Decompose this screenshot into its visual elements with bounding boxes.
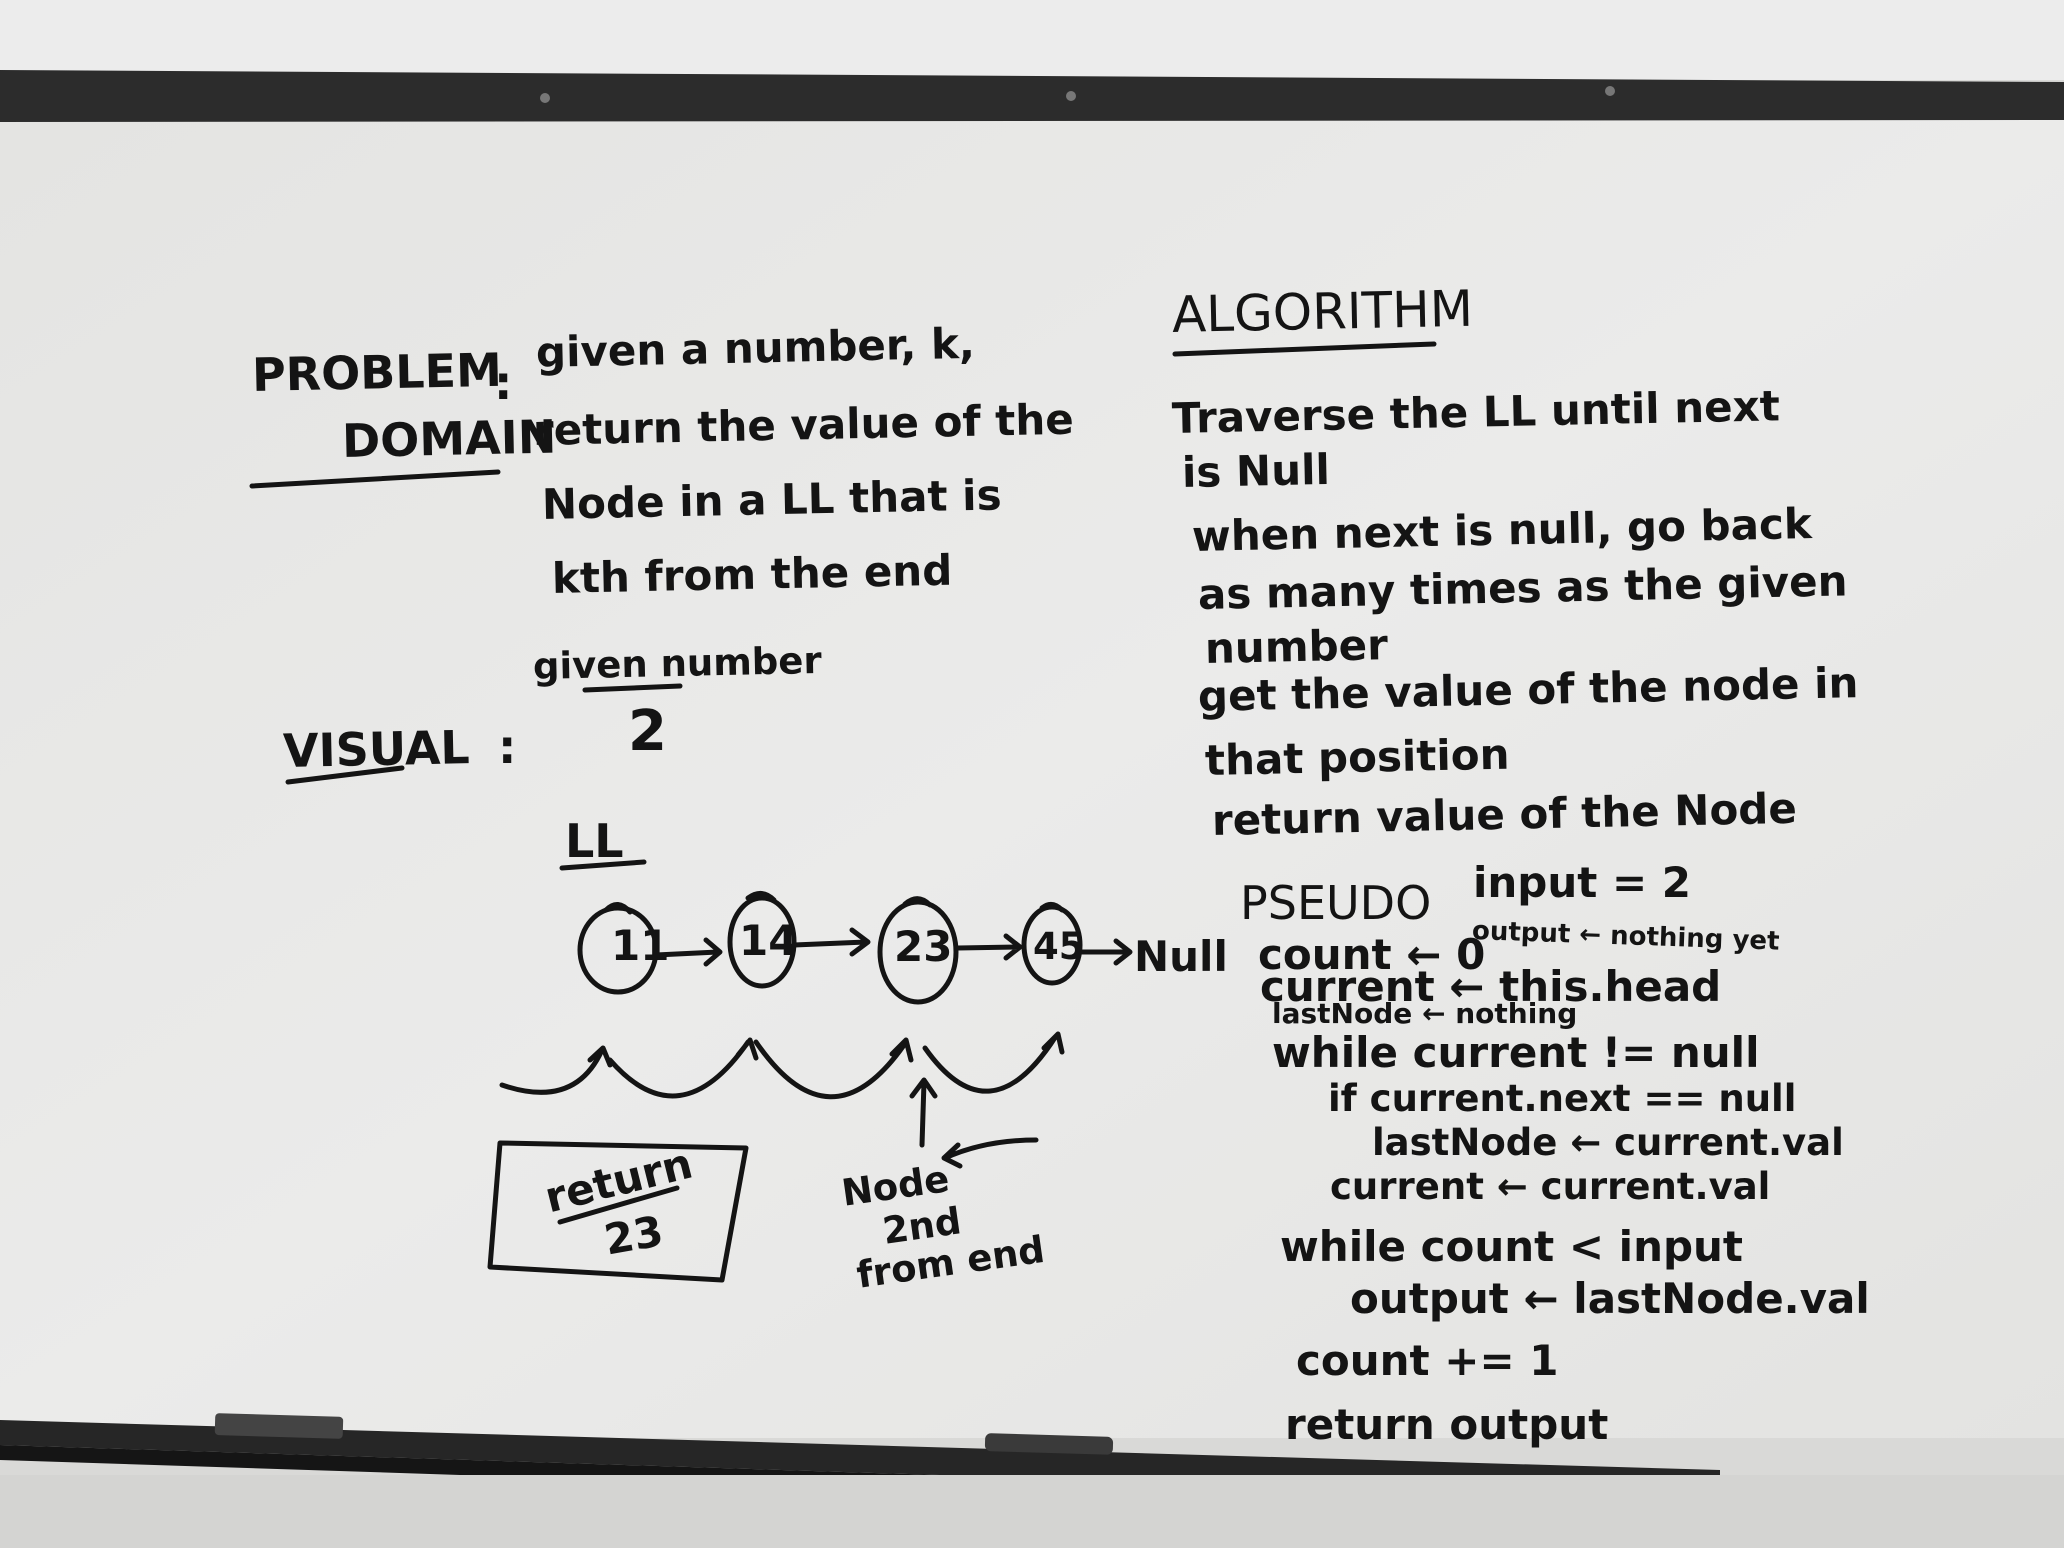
frame-screw [1066, 91, 1076, 101]
pseudo-line-9: output ← lastNode.val [1350, 1274, 1870, 1323]
pseudo-heading: PSEUDO [1240, 876, 1432, 930]
node-circle-11 [577, 905, 659, 995]
next-arrow-3 [955, 933, 1023, 961]
pseudo-line-1: count ← 0 [1258, 930, 1486, 979]
node-circle-14-loop [745, 891, 777, 903]
floor [0, 1475, 2064, 1548]
node-circle-11-loop [603, 902, 633, 915]
frame-screw [1605, 86, 1615, 96]
null-label: Null [1134, 932, 1228, 981]
next-arrow-2 [791, 927, 871, 957]
traversal-arc-3 [753, 1037, 914, 1100]
problem-underline [249, 469, 501, 489]
pseudo-line-8: while count < input [1280, 1222, 1744, 1271]
node-circle-23 [877, 899, 959, 1005]
given-number-value: 2 [628, 699, 667, 764]
visual-underline [285, 765, 405, 785]
pseudo-line-7: current ← current.val [1330, 1165, 1771, 1208]
traversal-arc-2 [607, 1037, 759, 1099]
pseudo-line-4: while current != null [1272, 1028, 1760, 1077]
board-surface [0, 118, 2064, 1438]
traversal-arc-1 [499, 1045, 613, 1095]
ll-node-14: 14 [739, 916, 798, 965]
algorithm-underline [1172, 341, 1437, 357]
given-number-underline [582, 683, 683, 693]
eraser [214, 1413, 344, 1439]
top-frame-rail [0, 70, 2064, 122]
pseudo-line-5: if current.next == null [1328, 1077, 1797, 1120]
pseudo-line-2: current ← this.head [1260, 962, 1722, 1011]
frame-screw [540, 93, 550, 103]
tray-marker [984, 1433, 1114, 1455]
pointer-arrow-left [941, 1137, 1039, 1169]
node-circle-14 [727, 895, 797, 989]
node-circle-23-loop [902, 896, 933, 908]
next-arrow-4 [1079, 938, 1133, 966]
return-box [487, 1140, 749, 1283]
ll-node-11: 11 [611, 921, 670, 970]
pseudo-line-11: return output [1285, 1400, 1609, 1449]
next-arrow-1 [653, 937, 723, 967]
ll-node-23: 23 [894, 922, 953, 971]
pseudo-input: input = 2 [1473, 858, 1691, 907]
pointer-arrow-up [909, 1077, 938, 1148]
node-circle-45 [1021, 904, 1083, 986]
problem-separator: : [494, 356, 513, 410]
node-circle-45-loop [1039, 902, 1065, 913]
pseudo-line-3: lastNode ← nothing [1272, 997, 1578, 1030]
return-underline [557, 1185, 680, 1225]
pseudo-line-10: count += 1 [1296, 1336, 1559, 1385]
traversal-arc-4 [922, 1031, 1065, 1094]
visual-separator: : [498, 720, 517, 774]
ll-underline [559, 859, 647, 871]
ll-label: LL [565, 814, 624, 868]
wall-top [0, 0, 2064, 80]
pseudo-line-6: lastNode ← current.val [1372, 1121, 1844, 1164]
